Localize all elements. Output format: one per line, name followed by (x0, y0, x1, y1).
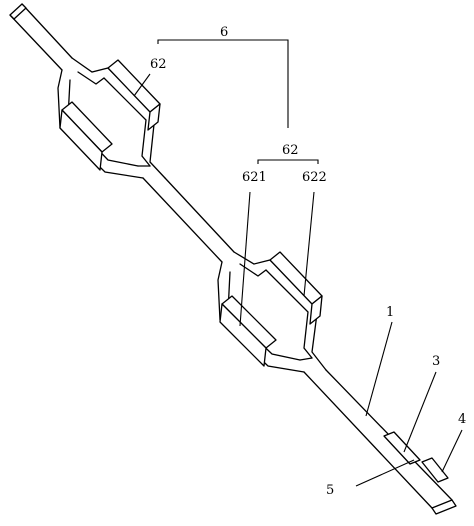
label-621: 621 (242, 170, 267, 185)
slot-4 (421, 457, 449, 483)
slot-3 (383, 431, 421, 465)
lower-frame (217, 251, 327, 373)
upper-frame (57, 57, 166, 179)
label-622: 622 (302, 170, 327, 185)
rod-middle (142, 177, 235, 263)
leader-lines (133, 39, 463, 487)
label-1: 1 (386, 305, 394, 320)
label-62-top: 62 (150, 57, 167, 72)
label-3: 3 (432, 354, 440, 369)
rod-upper (9, 3, 73, 71)
label-4: 4 (458, 412, 466, 427)
label-5: 5 (326, 483, 334, 498)
label-62-mid: 62 (282, 143, 299, 158)
label-6: 6 (220, 25, 228, 40)
